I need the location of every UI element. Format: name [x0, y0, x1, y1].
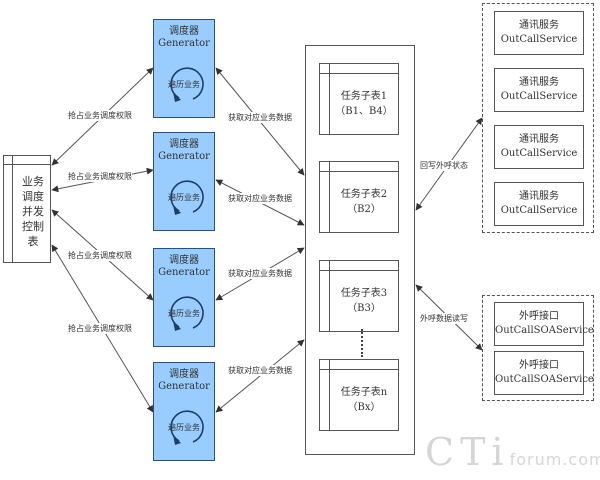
control-table-label: 业务 调度 并发 控制 表	[22, 175, 44, 248]
task-subtable-name: 任务子表2	[340, 189, 388, 200]
arrow-gen4-container	[215, 339, 305, 413]
label-fetch-data-3: 获取对应业务数据	[228, 268, 292, 279]
label-fetch-data-2: 获取对应业务数据	[228, 193, 292, 204]
table-header-line	[4, 164, 50, 165]
task-subtable-detail: （B3）	[347, 303, 381, 314]
label-grab-permission-1: 抢占业务调度权限	[68, 110, 132, 121]
task-subtable-detail: （B1、B4）	[335, 106, 393, 117]
comm-service-3: 通讯服务 OutCallService	[494, 125, 584, 169]
generator-1: 调度器 Generator 遍历业务	[153, 19, 215, 118]
comm-service-1: 通讯服务 OutCallService	[494, 11, 584, 55]
task-subtable-detail: （B2）	[347, 204, 381, 215]
comm-service-2: 通讯服务 OutCallService	[494, 68, 584, 112]
task-table-container: 任务子表1 （B1、B4） 任务子表2 （B2） 任务子表3 （B3） 任务子表…	[305, 45, 415, 455]
label-write-back-status: 回写外呼状态	[420, 160, 468, 171]
concurrency-control-table: 业务 调度 并发 控制 表	[3, 155, 51, 263]
ellipsis-dots	[361, 329, 365, 357]
task-subtable-name: 任务子表3	[340, 288, 388, 299]
label-fetch-data-1: 获取对应业务数据	[228, 112, 292, 123]
generator-2: 调度器 Generator 遍历业务	[153, 132, 215, 231]
soa-service-1: 外呼接口 OutCallSOAService	[494, 302, 594, 346]
table-side-line	[12, 156, 13, 262]
generator-3: 调度器 Generator 遍历业务	[153, 248, 215, 347]
label-grab-permission-3: 抢占业务调度权限	[68, 250, 132, 261]
soa-service-group: 外呼接口 OutCallSOAService 外呼接口 OutCallSOASe…	[482, 295, 594, 401]
loop-icon	[170, 410, 204, 445]
label-grab-permission-4: 抢占业务调度权限	[68, 323, 132, 334]
loop-icon	[170, 296, 204, 331]
soa-service-2: 外呼接口 OutCallSOAService	[494, 351, 594, 395]
task-subtable-1: 任务子表1 （B1、B4）	[319, 63, 399, 135]
task-subtable-n: 任务子表n （Bx）	[319, 359, 399, 431]
task-subtable-2: 任务子表2 （B2）	[319, 161, 399, 233]
label-outcall-data-rw: 外呼数据读写	[420, 313, 468, 324]
task-subtable-detail: （Bx）	[347, 402, 381, 413]
loop-icon	[170, 67, 204, 102]
comm-service-group: 通讯服务 OutCallService 通讯服务 OutCallService …	[482, 3, 594, 233]
generator-4: 调度器 Generator 遍历业务	[153, 362, 215, 461]
task-subtable-name: 任务子表1	[340, 91, 388, 102]
loop-icon	[170, 180, 204, 215]
comm-service-4: 通讯服务 OutCallService	[494, 182, 584, 226]
watermark: CTiforum.com	[425, 430, 600, 474]
label-fetch-data-4: 获取对应业务数据	[228, 365, 292, 376]
task-subtable-name: 任务子表n	[340, 387, 388, 398]
task-subtable-3: 任务子表3 （B3）	[319, 260, 399, 332]
label-grab-permission-2: 抢占业务调度权限	[68, 171, 132, 182]
